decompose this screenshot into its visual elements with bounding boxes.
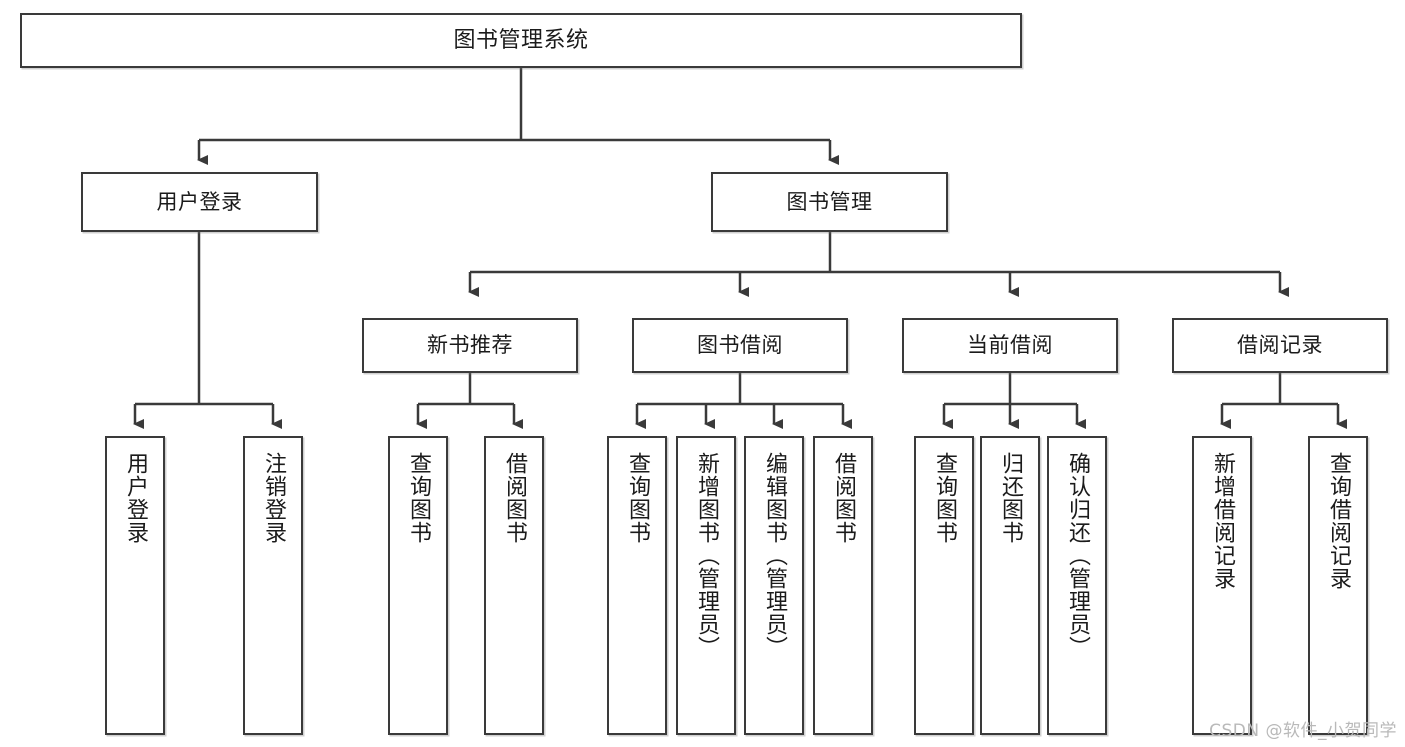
leaf-book-borrow-add[interactable]: 新增图书（管理员）	[676, 436, 736, 735]
leaf-new-book-borrow[interactable]: 借阅图书	[484, 436, 544, 735]
node-label: 确认归还（管理员）	[1064, 452, 1090, 659]
node-new-book-recommend[interactable]: 新书推荐	[362, 318, 578, 373]
node-label: 查询图书	[405, 452, 431, 544]
leaf-book-borrow-query[interactable]: 查询图书	[607, 436, 667, 735]
node-root-system[interactable]: 图书管理系统	[20, 13, 1022, 68]
leaf-user-login-login[interactable]: 用户登录	[105, 436, 165, 735]
node-label: 查询图书	[931, 452, 957, 544]
node-label: 新增借阅记录	[1209, 452, 1235, 590]
node-current-borrow[interactable]: 当前借阅	[902, 318, 1118, 373]
leaf-new-book-query[interactable]: 查询图书	[388, 436, 448, 735]
node-label: 注销登录	[260, 452, 286, 544]
leaf-current-borrow-query[interactable]: 查询图书	[914, 436, 974, 735]
node-user-login[interactable]: 用户登录	[81, 172, 318, 232]
node-label: 用户登录	[122, 452, 148, 544]
leaf-book-borrow-edit[interactable]: 编辑图书（管理员）	[744, 436, 804, 735]
node-label: 编辑图书（管理员）	[761, 452, 787, 659]
leaf-borrow-record-query[interactable]: 查询借阅记录	[1308, 436, 1368, 735]
leaf-borrow-record-add[interactable]: 新增借阅记录	[1192, 436, 1252, 735]
leaf-current-borrow-return[interactable]: 归还图书	[980, 436, 1040, 735]
node-label: 当前借阅	[967, 333, 1053, 358]
node-label: 新增图书（管理员）	[693, 452, 719, 659]
node-label: 借阅图书	[830, 452, 856, 544]
node-label: 图书管理	[786, 189, 873, 214]
node-label: 借阅图书	[501, 452, 527, 544]
node-label: 用户登录	[156, 189, 243, 214]
node-label: 查询图书	[624, 452, 650, 544]
node-book-management[interactable]: 图书管理	[711, 172, 948, 232]
node-label: 归还图书	[997, 452, 1023, 544]
node-label: 图书借阅	[697, 333, 783, 358]
leaf-user-login-logout[interactable]: 注销登录	[243, 436, 303, 735]
node-borrow-record[interactable]: 借阅记录	[1172, 318, 1388, 373]
node-label: 图书管理系统	[453, 27, 589, 53]
leaf-book-borrow-borrow[interactable]: 借阅图书	[813, 436, 873, 735]
node-label: 借阅记录	[1237, 333, 1323, 358]
node-book-borrow[interactable]: 图书借阅	[632, 318, 848, 373]
csdn-watermark: CSDN @软件_小贺同学	[1209, 721, 1397, 741]
leaf-current-borrow-confirm-return[interactable]: 确认归还（管理员）	[1047, 436, 1107, 735]
node-label: 新书推荐	[427, 333, 513, 358]
node-label: 查询借阅记录	[1325, 452, 1351, 590]
